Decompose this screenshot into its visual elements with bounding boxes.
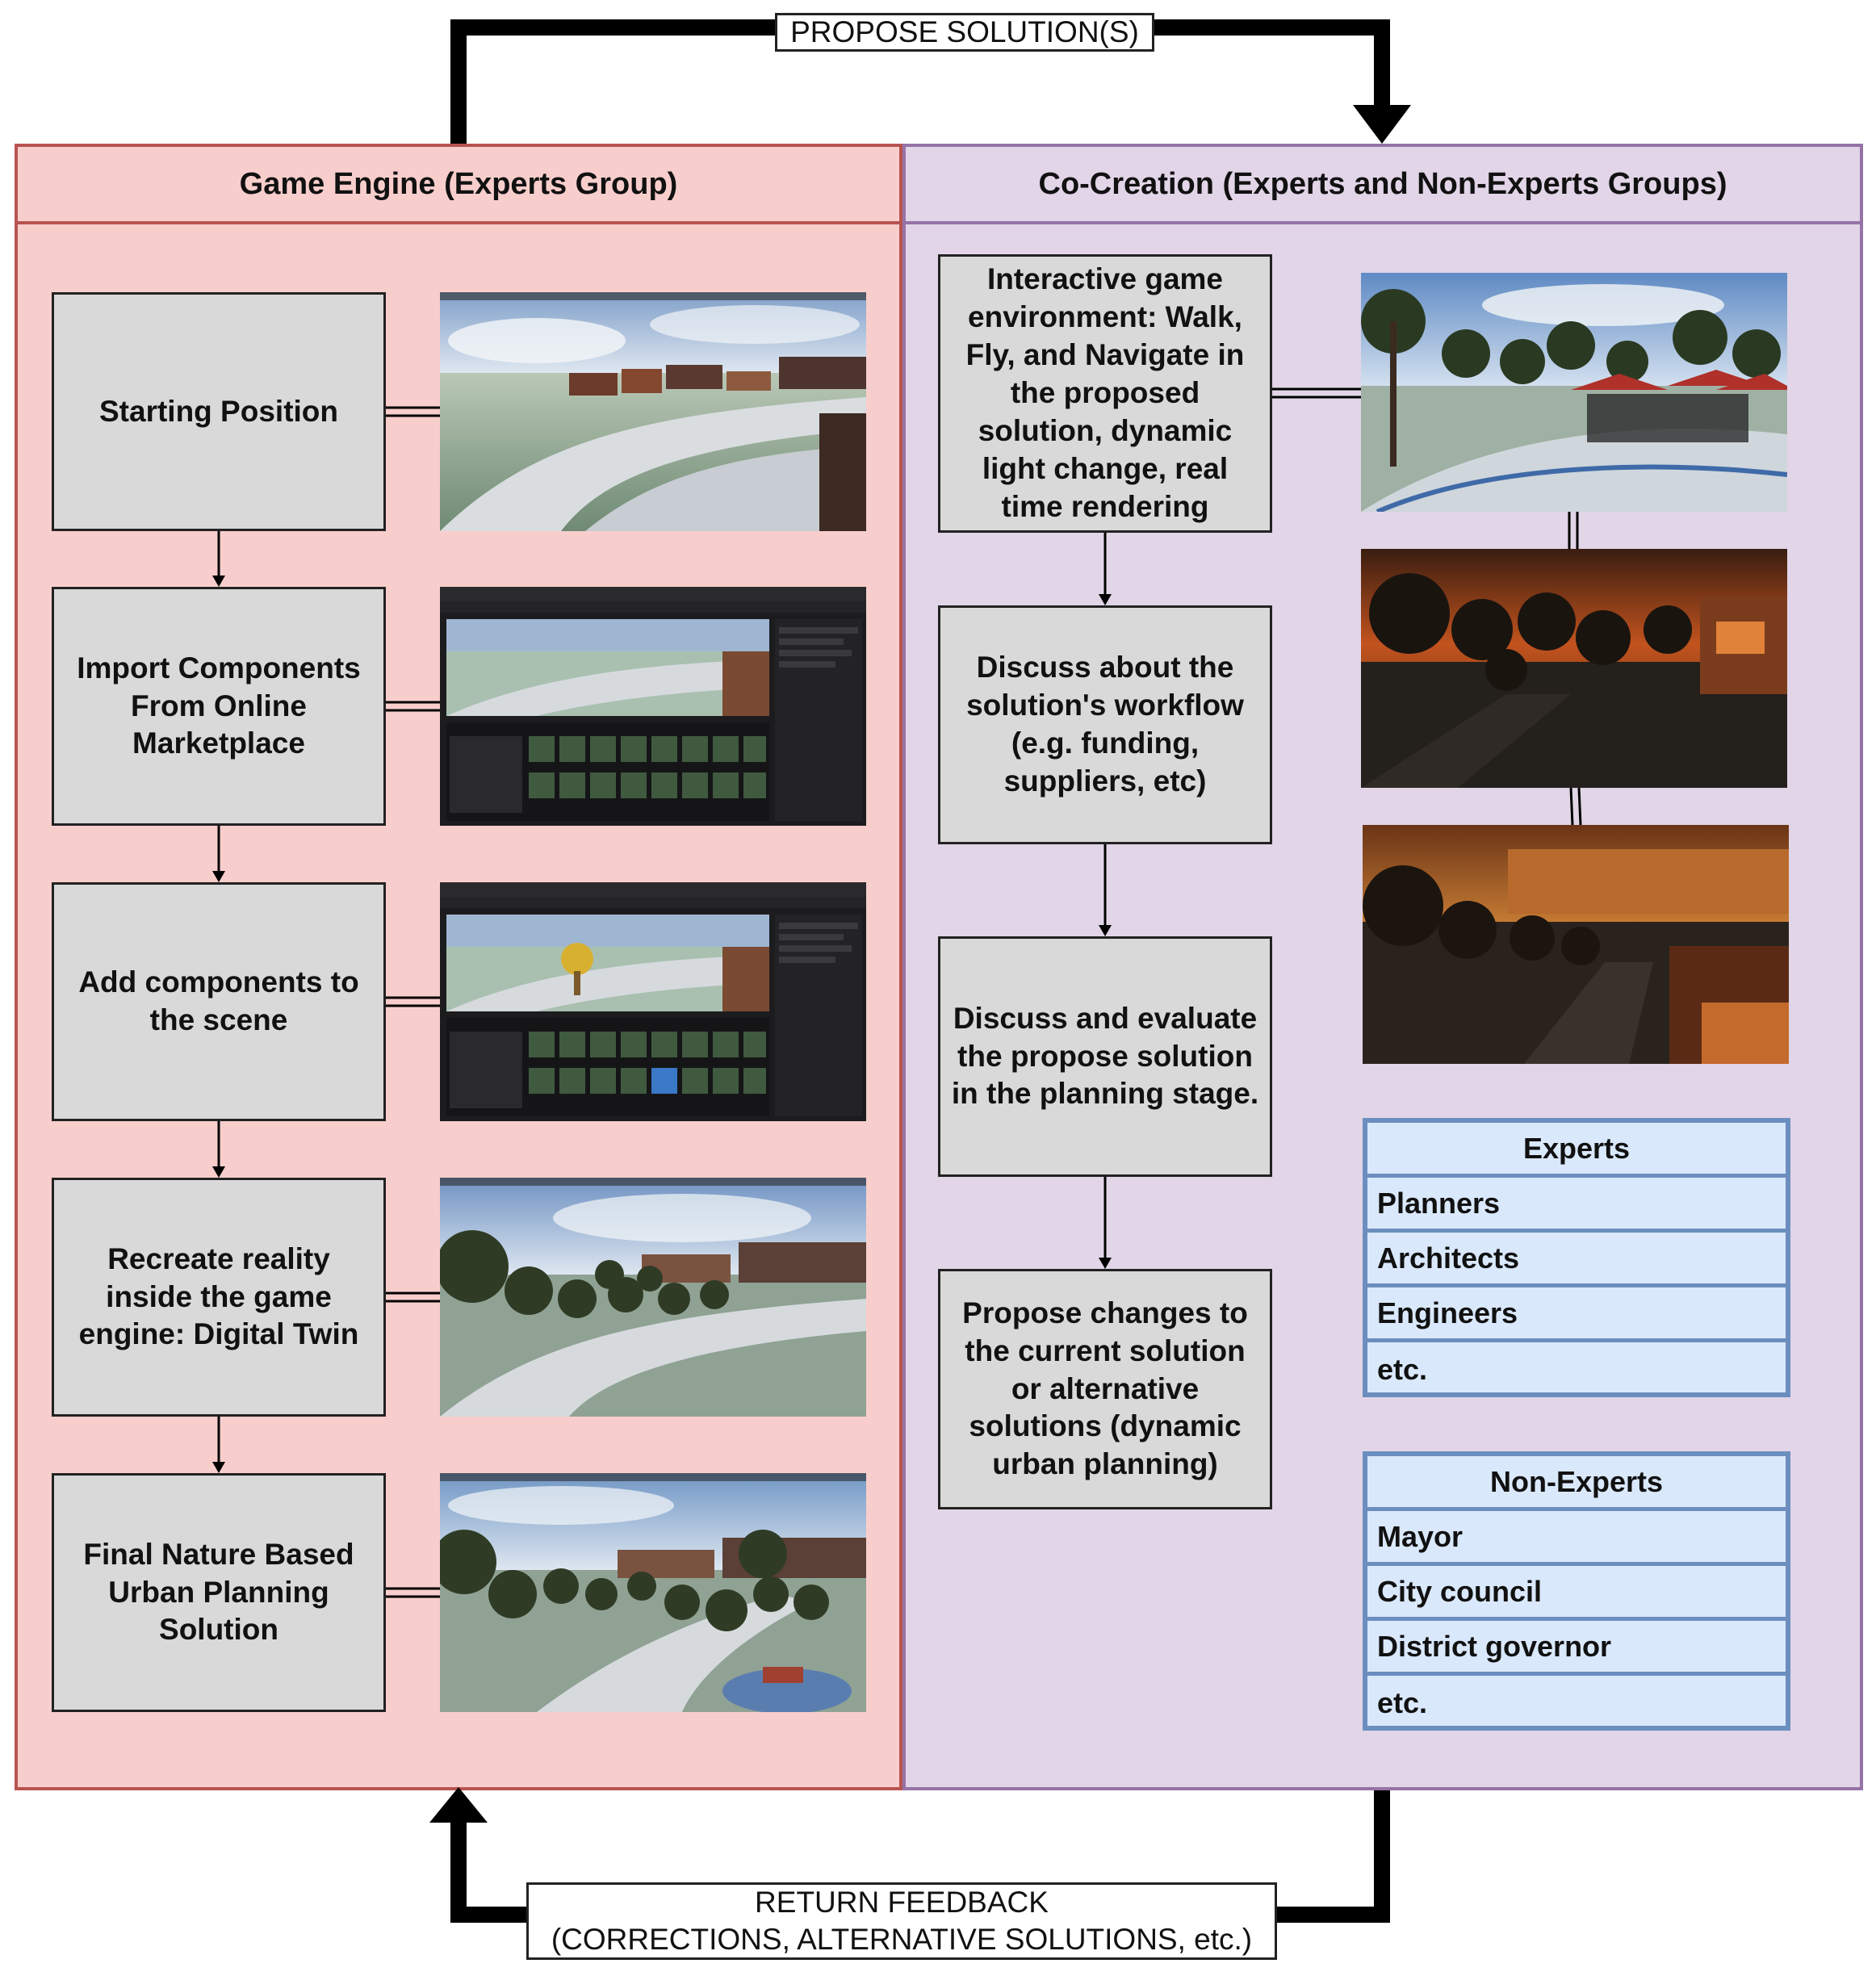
non-experts-table-title: Non-Experts — [1367, 1456, 1786, 1511]
step-final-solution: Final Nature Based Urban Planning Soluti… — [52, 1473, 386, 1712]
scene-screenshot-dusk — [1363, 825, 1789, 1064]
step-add-components: Add components to the scene — [52, 882, 386, 1121]
non-experts-table: Non-Experts Mayor City council District … — [1363, 1451, 1790, 1731]
propose-solutions-label: PROPOSE SOLUTION(S) — [775, 13, 1154, 52]
return-feedback-label: RETURN FEEDBACK (CORRECTIONS, ALTERNATIV… — [526, 1882, 1277, 1960]
scene-screenshot-final — [440, 1473, 866, 1712]
experts-table: Experts Planners Architects Engineers et… — [1363, 1118, 1790, 1397]
propose-loop-arrowhead — [1353, 105, 1411, 144]
co-creation-panel-title: Co-Creation (Experts and Non-Experts Gro… — [906, 147, 1860, 224]
non-experts-item: City council — [1367, 1566, 1786, 1621]
step-discuss-workflow: Discuss about the solution's workflow (e… — [938, 605, 1272, 844]
editor-screenshot-add-components — [440, 882, 866, 1121]
step-import-components: Import Components From Online Marketplac… — [52, 587, 386, 826]
game-engine-panel-title: Game Engine (Experts Group) — [18, 147, 899, 224]
non-experts-item: Mayor — [1367, 1511, 1786, 1566]
arrow-down — [212, 1166, 225, 1178]
step-discuss-evaluate: Discuss and evaluate the propose solutio… — [938, 936, 1272, 1177]
experts-item: Architects — [1367, 1233, 1786, 1287]
return-feedback-line2: (CORRECTIONS, ALTERNATIVE SOLUTIONS, etc… — [551, 1923, 1253, 1956]
step-interactive-environment: Interactive game environment: Walk, Fly,… — [938, 254, 1272, 533]
scene-screenshot-starting — [440, 292, 866, 531]
scene-screenshot-sunset — [1361, 549, 1787, 788]
arrow-down — [1099, 594, 1112, 605]
step-starting-position: Starting Position — [52, 292, 386, 531]
non-experts-item: etc. — [1377, 1686, 1428, 1719]
scene-screenshot-park — [1361, 273, 1787, 512]
arrow-down — [212, 871, 225, 882]
experts-item: Engineers — [1367, 1287, 1786, 1342]
experts-item: Planners — [1367, 1178, 1786, 1233]
arrow-down — [212, 1462, 225, 1473]
return-feedback-line1: RETURN FEEDBACK — [755, 1885, 1049, 1919]
experts-item: etc. — [1377, 1353, 1428, 1386]
feedback-loop-arrowhead — [429, 1787, 488, 1823]
scene-screenshot-digital-twin — [440, 1178, 866, 1417]
non-experts-item: District governor — [1367, 1621, 1786, 1676]
editor-screenshot-marketplace — [440, 587, 866, 826]
arrow-down — [1099, 925, 1112, 936]
arrow-down — [212, 576, 225, 587]
experts-table-title: Experts — [1367, 1123, 1786, 1178]
arrow-down — [1099, 1258, 1112, 1269]
step-digital-twin: Recreate reality inside the game engine:… — [52, 1178, 386, 1417]
step-propose-changes: Propose changes to the current solution … — [938, 1269, 1272, 1509]
